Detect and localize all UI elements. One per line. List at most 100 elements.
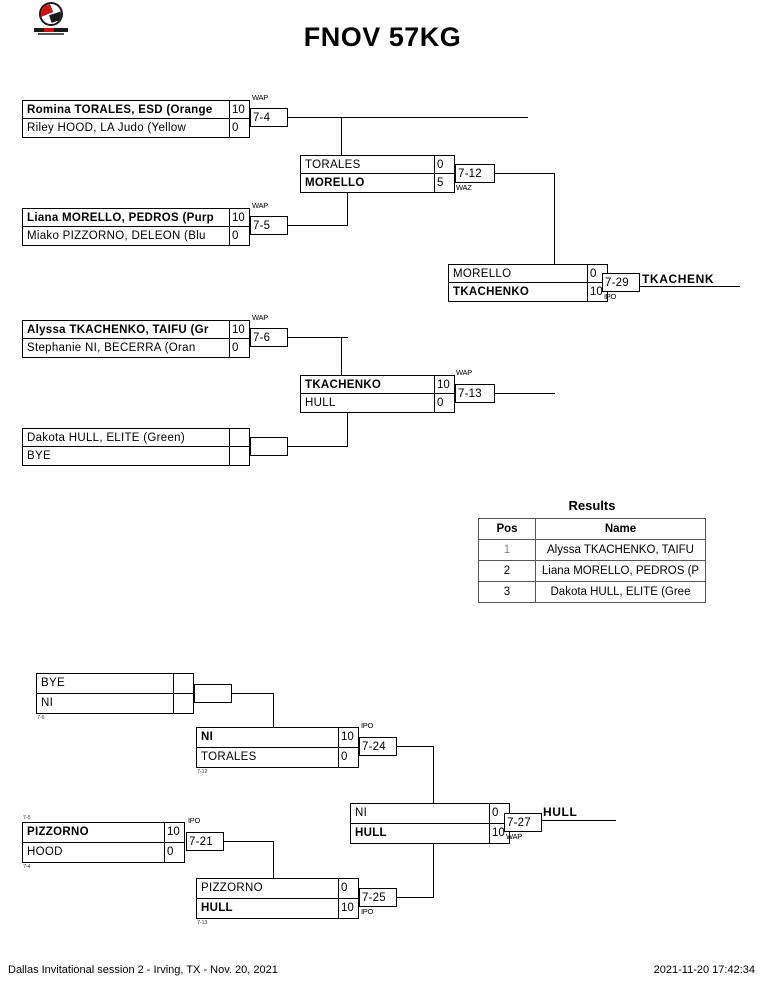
connector-line xyxy=(495,173,555,174)
match-row-top: NI 0 xyxy=(351,804,509,824)
column-header-pos: Pos xyxy=(478,518,536,540)
match-repechage-r2-2[interactable]: PIZZORNO 0 HULL 10 xyxy=(196,878,359,919)
competitor-name: TORALES xyxy=(305,158,361,171)
competitor-score: 0 xyxy=(229,339,249,357)
table-header-row: Pos Name xyxy=(478,518,706,540)
connector-line xyxy=(288,117,528,118)
result-position: 1 xyxy=(478,539,536,561)
source-fight-ref: 7-12 xyxy=(197,769,208,775)
connector-line xyxy=(397,746,434,747)
competitor-name: NI xyxy=(41,697,54,710)
match-row-bottom: TORALES 0 xyxy=(197,747,358,767)
competitor-name: HULL xyxy=(355,827,387,840)
competitor-score: 5 xyxy=(434,174,454,192)
competitor-score xyxy=(229,447,249,465)
competitor-score: 0 xyxy=(229,119,249,137)
connector-line xyxy=(224,841,274,842)
competitor-name: MORELLO xyxy=(453,267,512,280)
competitor-name: HOOD xyxy=(27,846,63,859)
competitor-name: Romina TORALES, ESD (Orange xyxy=(27,103,213,116)
fight-number: 7-27 xyxy=(507,816,531,829)
connector-line xyxy=(273,841,274,885)
connector-line xyxy=(433,841,434,898)
victory-type-label: WAZ xyxy=(456,183,472,192)
logo-disc xyxy=(39,2,63,26)
match-row-bottom: MORELLO 5 xyxy=(301,174,454,192)
match-repechage-r1-1[interactable]: BYE NI xyxy=(36,673,194,714)
page-title: FNOV 57KG xyxy=(303,22,462,52)
match-r1-3[interactable]: Alyssa TKACHENKO, TAIFU (Gr 10 Stephanie… xyxy=(22,320,250,358)
competitor-score: 0 xyxy=(164,842,184,862)
competitor-name: Stephanie NI, BECERRA (Oran xyxy=(27,342,196,354)
connector-line xyxy=(341,337,342,375)
fight-number-box: 7-29 xyxy=(602,273,640,292)
champion-name: TKACHENK xyxy=(642,272,715,286)
match-repechage-r2-1[interactable]: NI 10 TORALES 0 xyxy=(196,727,359,768)
match-repechage-final[interactable]: NI 0 HULL 10 xyxy=(350,803,510,844)
competitor-name: BYE xyxy=(27,450,51,462)
fight-number: 7-21 xyxy=(189,835,213,848)
match-row-top: Romina TORALES, ESD (Orange 10 xyxy=(23,101,249,119)
competitor-score: 0 xyxy=(229,227,249,245)
competitor-name: TKACHENKO xyxy=(453,286,530,298)
victory-type-label: IPO xyxy=(604,292,617,301)
match-semifinal-2[interactable]: TKACHENKO 10 HULL 0 xyxy=(300,375,455,413)
fight-number: 7-6 xyxy=(253,331,271,344)
match-r1-2[interactable]: Liana MORELLO, PEDROS (Purp 10 Miako PIZ… xyxy=(22,208,250,246)
competitor-name: Riley HOOD, LA Judo (Yellow xyxy=(27,122,187,134)
victory-type-label: WAP xyxy=(252,201,268,210)
fight-number: 7-29 xyxy=(605,276,629,289)
competitor-name: BYE xyxy=(41,677,65,690)
match-semifinal-1[interactable]: TORALES 0 MORELLO 5 xyxy=(300,155,455,193)
match-r1-4[interactable]: Dakota HULL, ELITE (Green) BYE xyxy=(22,428,250,466)
victory-type-label: IPO xyxy=(361,907,374,916)
competitor-name: HULL xyxy=(305,397,336,409)
competitor-name: Alyssa TKACHENKO, TAIFU (Gr xyxy=(27,323,209,336)
match-row-bottom: HULL 10 xyxy=(351,823,509,843)
match-repechage-r1-2[interactable]: PIZZORNO 10 HOOD 0 xyxy=(22,822,185,863)
victory-type-label: WAP xyxy=(506,832,522,841)
competitor-score: 10 xyxy=(229,101,249,118)
competitor-score: 10 xyxy=(434,376,454,393)
match-row-top: PIZZORNO 0 xyxy=(197,879,358,899)
source-fight-ref: 7-4 xyxy=(23,864,31,870)
match-row-bottom: HULL 0 xyxy=(301,394,454,412)
match-row-top: Liana MORELLO, PEDROS (Purp 10 xyxy=(23,209,249,227)
connector-line xyxy=(495,393,555,394)
competitor-name: Liana MORELLO, PEDROS (Purp xyxy=(27,211,215,224)
connector-line xyxy=(433,746,434,813)
competitor-score: 0 xyxy=(587,265,607,282)
fight-number: 7-25 xyxy=(362,891,386,904)
result-position: 2 xyxy=(478,560,536,582)
fight-number: 7-24 xyxy=(362,740,386,753)
fight-number-box: 7-6 xyxy=(250,328,288,347)
competitor-name: NI xyxy=(201,731,214,744)
match-r1-1[interactable]: Romina TORALES, ESD (Orange 10 Riley HOO… xyxy=(22,100,250,138)
connector-line xyxy=(273,693,274,732)
victory-type-label: WAP xyxy=(252,313,268,322)
match-row-bottom: Riley HOOD, LA Judo (Yellow 0 xyxy=(23,119,249,137)
victory-type-label: WAP xyxy=(456,368,472,377)
match-row-bottom: NI xyxy=(37,693,193,713)
victory-type-label: WAP xyxy=(252,93,268,102)
match-row-bottom: BYE xyxy=(23,447,249,465)
match-row-top: PIZZORNO 10 xyxy=(23,823,184,843)
results-title: Results xyxy=(568,498,616,513)
connector-line xyxy=(397,897,434,898)
competitor-name: Dakota HULL, ELITE (Green) xyxy=(27,431,185,444)
footer-event-info: Dallas Invitational session 2 - Irving, … xyxy=(8,964,278,976)
result-name: Liana MORELLO, PEDROS (P xyxy=(535,560,706,582)
match-row-top: TORALES 0 xyxy=(301,156,454,174)
fight-number-box xyxy=(250,437,288,456)
fight-number-box: 7-27 xyxy=(504,813,542,832)
match-row-bottom: Miako PIZZORNO, DELEON (Blu 0 xyxy=(23,227,249,245)
match-row-bottom: HULL 10 xyxy=(197,898,358,918)
competitor-score: 0 xyxy=(338,747,358,767)
match-final[interactable]: MORELLO 0 TKACHENKO 10 xyxy=(448,264,608,302)
competitor-name: NI xyxy=(355,807,368,820)
competitor-score xyxy=(173,693,193,713)
competitor-score: 10 xyxy=(587,283,607,301)
connector-line xyxy=(232,693,274,694)
fight-number: 7-5 xyxy=(253,219,271,232)
competitor-name: HULL xyxy=(201,902,233,915)
